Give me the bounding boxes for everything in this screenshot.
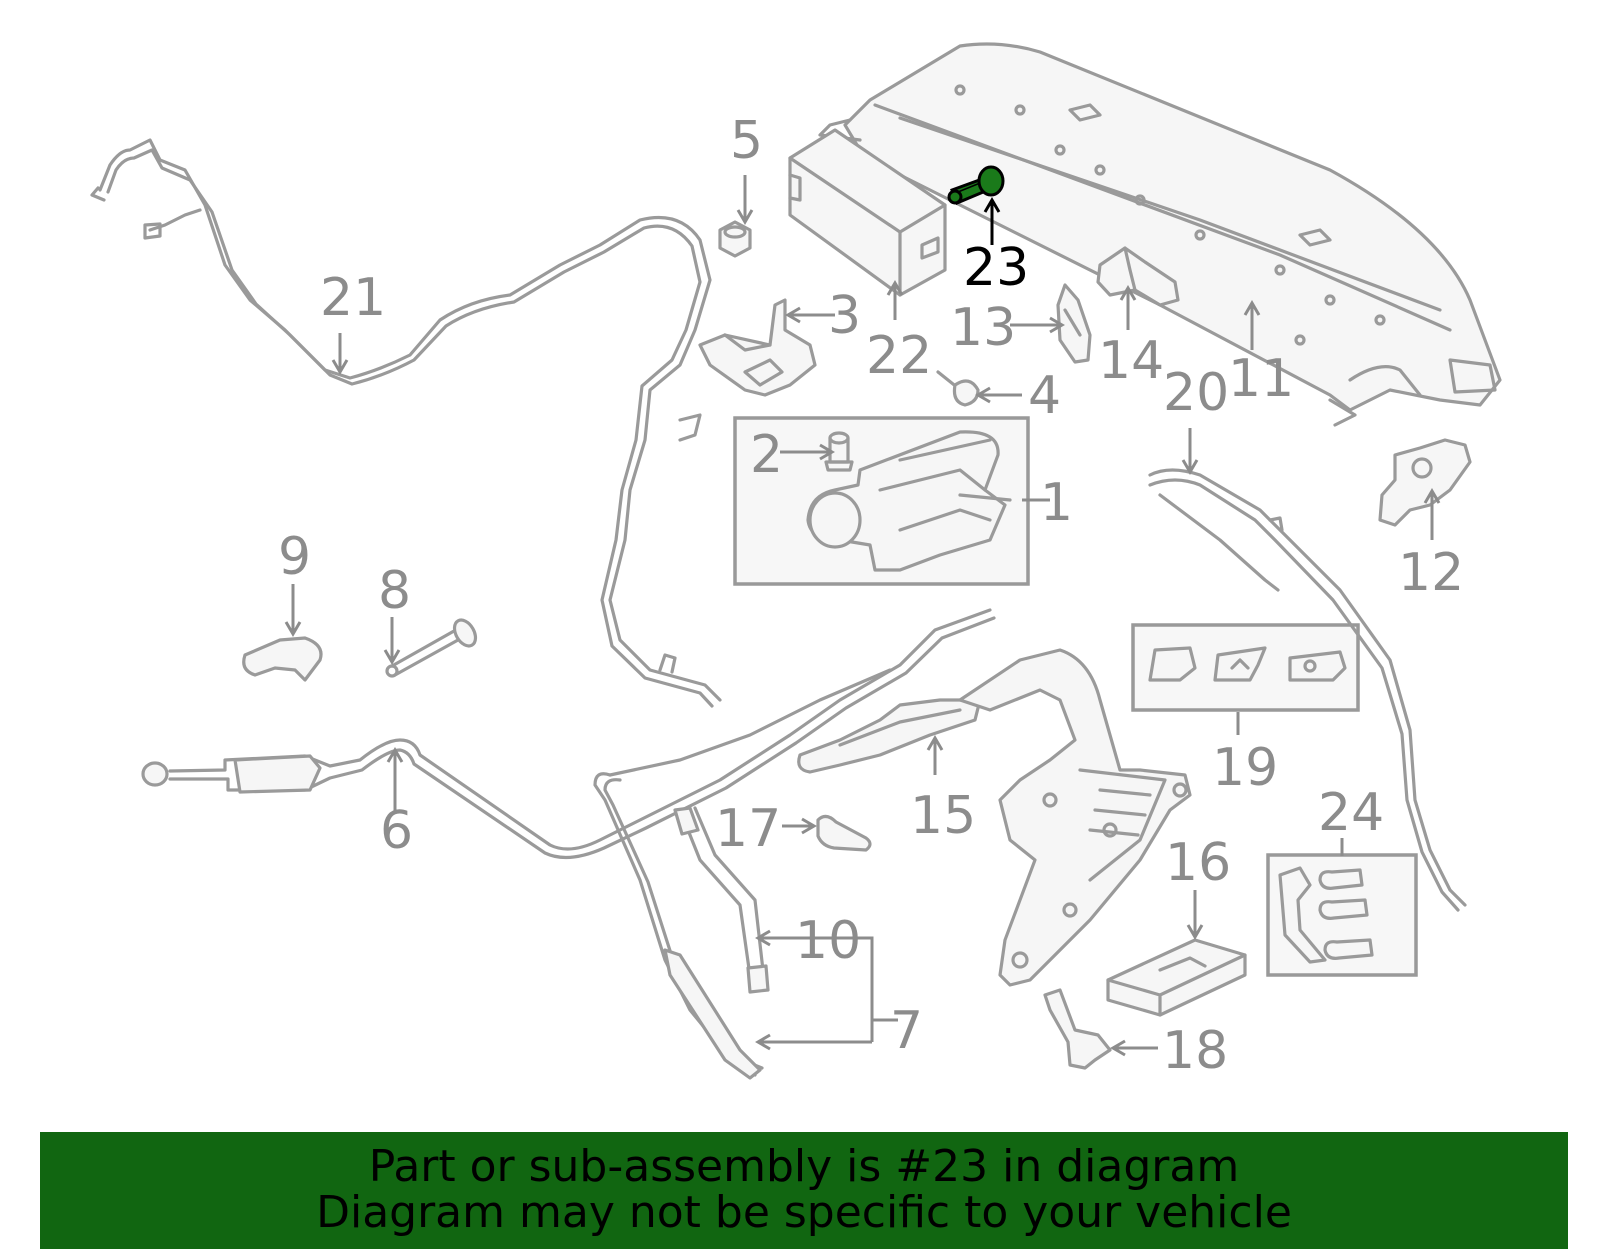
part-10-hose[interactable] <box>673 806 770 994</box>
part-5-nut[interactable] <box>718 220 752 258</box>
part-16-pad[interactable] <box>1106 938 1247 1017</box>
callout-21: 21 <box>320 268 386 328</box>
callout-9: 9 <box>278 527 311 587</box>
callout-6: 6 <box>380 801 413 861</box>
callout-10: 10 <box>795 911 861 971</box>
callout-13: 13 <box>950 298 1016 358</box>
part-21-wiring-harness[interactable] <box>90 138 722 708</box>
part-3-bracket[interactable] <box>698 298 817 397</box>
part-17-bolt[interactable] <box>816 814 872 852</box>
callout-15: 15 <box>910 786 976 846</box>
callouts: 21 5 3 22 23 13 14 11 4 20 2 1 12 9 8 6 … <box>278 111 1464 1081</box>
part-14-clip[interactable] <box>1096 246 1180 307</box>
callout-24: 24 <box>1318 783 1384 843</box>
callout-19: 19 <box>1212 738 1278 798</box>
callout-1: 1 <box>1040 473 1073 533</box>
part-6-cable[interactable] <box>141 608 996 860</box>
part-23-bolt[interactable] <box>947 165 1005 205</box>
part-18-buffer[interactable] <box>1043 988 1112 1070</box>
callout-2: 2 <box>750 425 783 485</box>
callout-7: 7 <box>890 1001 923 1061</box>
hinge-assembly[interactable] <box>958 648 1192 987</box>
callout-18: 18 <box>1162 1021 1228 1081</box>
part-19-clip-set[interactable] <box>1131 623 1360 712</box>
banner-line-part-number: Part or sub-assembly is #23 in diagram <box>368 1141 1240 1192</box>
part-7-cable-assembly[interactable] <box>593 668 892 1080</box>
callout-3: 3 <box>828 286 861 346</box>
callout-11: 11 <box>1228 349 1294 409</box>
info-banner: Part or sub-assembly is #23 in diagram D… <box>40 1132 1568 1249</box>
part-4-screw[interactable] <box>936 370 980 407</box>
part-9-cap[interactable] <box>242 636 323 682</box>
callout-12: 12 <box>1398 543 1464 603</box>
part-12-bracket[interactable] <box>1378 438 1472 527</box>
callout-23: 23 <box>963 238 1029 298</box>
callout-14: 14 <box>1098 331 1164 391</box>
part-15-link-arm[interactable] <box>797 698 982 774</box>
part-1-motor-assembly[interactable] <box>733 416 1030 586</box>
callout-8: 8 <box>378 561 411 621</box>
callout-5: 5 <box>730 111 763 171</box>
callout-4: 4 <box>1028 366 1061 426</box>
banner-line-disclaimer: Diagram may not be specific to your vehi… <box>316 1187 1292 1238</box>
leader-lines <box>284 175 1441 1057</box>
callout-22: 22 <box>866 326 932 386</box>
callout-16: 16 <box>1165 833 1231 893</box>
part-24-bolt-set[interactable] <box>1266 853 1418 977</box>
part-8-pin[interactable] <box>385 616 480 678</box>
part-20-cable[interactable] <box>1148 468 1467 912</box>
part-13-clip[interactable] <box>1056 283 1092 364</box>
callout-20: 20 <box>1163 363 1229 423</box>
callout-17: 17 <box>715 799 781 859</box>
part-22-control-module[interactable] <box>788 128 947 297</box>
part-11-roof-panel[interactable] <box>818 42 1502 427</box>
